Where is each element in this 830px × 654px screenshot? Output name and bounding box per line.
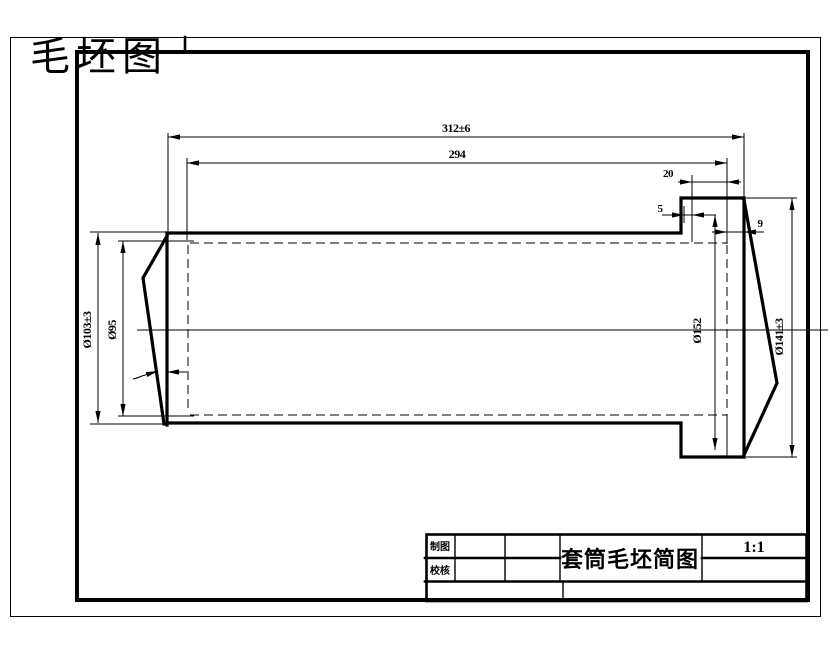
page-title: 毛坯图: [30, 34, 168, 79]
part-outline: [141, 196, 779, 459]
dim-bore-depth-label: 294: [449, 147, 466, 161]
title-block-drawing-title: 套筒毛坯简图: [561, 547, 699, 572]
dim-bore-diameter-label: Ø95: [105, 320, 119, 340]
title-block-drafted-label: 制图: [430, 540, 450, 553]
dim-flange-length: 20: [663, 168, 741, 242]
dim-overall-length-label: 312±6: [442, 121, 471, 135]
centerline-and-hidden-lines: [137, 242, 828, 416]
dim-flange-outer-diameter-label: Ø141±3: [772, 318, 786, 355]
dim-flange-length-label: 20: [663, 168, 674, 180]
title-block-border: [425, 533, 808, 603]
dim-body-outer-diameter: Ø103±3: [80, 231, 166, 425]
outline-right-taper: [741, 198, 779, 458]
title-block: 制图 校核 套筒毛坯简图 1:1: [423, 533, 810, 603]
title-block-checked-label: 校核: [430, 564, 450, 577]
dim-bore-diameter: Ø95: [105, 240, 194, 417]
dim-neck-offset-label: 5: [658, 203, 664, 215]
outer-border: [10, 37, 821, 617]
dim-flange-outer-diameter: Ø141±3: [746, 197, 797, 458]
dim-body-outer-diameter-label: Ø103±3: [80, 311, 94, 348]
outline-bottom-profile: [165, 421, 746, 459]
dim-rim-thickness: 9: [712, 218, 764, 235]
dim-flange-inner-diameter: Ø152: [690, 215, 718, 450]
dim-bore-depth: 294: [186, 147, 728, 457]
dim-overall-length: 312±6: [167, 121, 745, 231]
left-taper-leader-arrows: [132, 369, 187, 380]
dim-neck-offset: 5: [658, 203, 716, 223]
dim-flange-inner-diameter-label: Ø152: [690, 318, 704, 344]
title-block-scale-value: 1:1: [743, 539, 764, 556]
dim-rim-thickness-label: 9: [758, 218, 764, 230]
